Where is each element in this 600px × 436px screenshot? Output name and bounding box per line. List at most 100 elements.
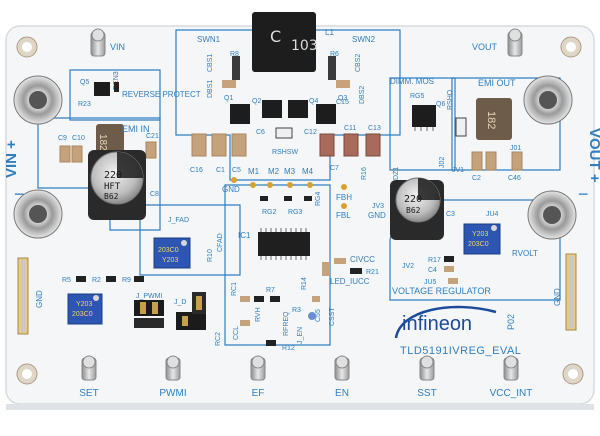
brand-name: infineon	[402, 313, 472, 335]
board-revision: P02	[506, 314, 516, 330]
electrolytic-cap-input: 220 HFT B62	[88, 150, 146, 220]
refdes-c9: C9	[58, 135, 67, 142]
refdes-c55: C55	[315, 309, 322, 322]
ceramic-caps-left	[59, 133, 247, 163]
refdes-dbs1: DBS1	[207, 80, 214, 98]
refdes-ju4: JU4	[486, 211, 499, 218]
emi-in-inductor: 182	[96, 124, 124, 156]
refdes-ic1: IC1	[238, 231, 251, 240]
ceramic-caps-right	[319, 133, 381, 157]
vin-plus-label: VIN +	[3, 140, 20, 178]
bottom-testpoints	[81, 355, 519, 381]
pin-label-en: EN	[335, 388, 349, 399]
refdes-q4: Q4	[309, 98, 318, 105]
rshsw-resistor	[275, 127, 293, 139]
refdes-r9: R9	[122, 277, 131, 284]
vout-plus-label: VOUT +	[586, 128, 600, 183]
vout-minus-terminal	[527, 190, 577, 240]
refdes-r21: R21	[366, 269, 379, 276]
refdes-c15: C15	[336, 99, 349, 106]
inductor-marking-1: C	[270, 27, 281, 46]
refdes-r10: R10	[207, 249, 214, 262]
refdes-c13: C13	[368, 125, 381, 132]
refdes-q1: Q1	[224, 95, 233, 102]
vin-tp-label: VIN	[110, 42, 125, 52]
emi-out-inductor: 182	[476, 98, 512, 140]
trimpot-fad-model: Y203	[162, 257, 178, 264]
trimpot-fad: 203C0 Y203	[153, 237, 191, 269]
refdes-c4: C4	[428, 267, 437, 274]
testpoint-en	[334, 355, 350, 381]
testpoint-set	[81, 355, 97, 381]
pin-label-vcc-int: VCC_INT	[490, 388, 533, 399]
refdes-swn2: SWN2	[352, 35, 376, 44]
refdes-rc1: RC1	[231, 282, 238, 296]
pin-label-ef: EF	[252, 388, 265, 399]
cap-left-series: HFT	[104, 182, 121, 192]
refdes-r16: R16	[361, 167, 368, 180]
center-lower-passives	[240, 296, 320, 346]
iucc-parts	[322, 258, 362, 276]
refdes-ren3: REN3	[113, 71, 120, 90]
vin-plus-terminal	[13, 75, 63, 125]
refdes-q5: Q5	[80, 79, 89, 86]
refdes-m3: M3	[284, 167, 296, 176]
pin-label-sst: SST	[417, 388, 436, 399]
dimm-mos-label: DIMM. MOS	[390, 77, 434, 86]
cap-right-code: B62	[406, 206, 421, 215]
refdes-jv2: JV2	[402, 263, 414, 270]
refdes-jv3: JV3	[372, 203, 384, 210]
refdes-dz1: DZ1	[393, 167, 400, 180]
refdes-cfad: CFAD	[217, 233, 224, 252]
vout-plus-terminal	[523, 75, 573, 125]
vout-tp-label: VOUT	[472, 42, 498, 52]
refdes-m4: M4	[302, 167, 314, 176]
trimpot-set-model: Y203	[76, 301, 92, 308]
trimpot-set: Y203 203C0	[67, 293, 103, 325]
mounting-holes	[16, 36, 584, 385]
refdes-l1: L1	[325, 28, 334, 37]
emi-out-label: EMI OUT	[478, 78, 516, 88]
refdes-c3: C3	[446, 211, 455, 218]
bootstrap-parts	[222, 56, 350, 88]
trimpot-set-code: 203C0	[72, 311, 93, 318]
refdes-j-pwmi: J_PWMI	[136, 293, 163, 300]
gnd-left-label: GND	[35, 290, 44, 308]
refdes-c10: C10	[72, 135, 85, 142]
refdes-rg2: RG2	[262, 209, 277, 216]
refdes-rsho: RSHO	[447, 89, 454, 110]
led-dots	[231, 177, 347, 209]
refdes-c21: C21	[146, 133, 159, 140]
board-edge	[6, 404, 594, 410]
bottom-pin-labels: SET PWMI EF EN SST VCC_INT	[79, 388, 532, 399]
gate-resistors	[260, 196, 312, 201]
board-part-number: TLD5191IVREG_EVAL	[400, 345, 521, 357]
refdes-r17: R17	[428, 257, 441, 264]
refdes-c12: C12	[304, 129, 317, 136]
refdes-q3: Q3	[338, 95, 347, 102]
rvolt-label: RVOLT	[512, 249, 538, 258]
refdes-ju5: JU5	[424, 279, 437, 286]
gnd-right-label: GND	[553, 288, 562, 306]
refdes-c46: C46	[508, 175, 521, 182]
small-resistors-left	[76, 276, 144, 282]
refdes-r12: R12	[282, 345, 295, 352]
led-iucc-label: LED_IUCC	[330, 277, 370, 286]
cap-left-value: 220	[104, 170, 122, 181]
civcc-label: CIVCC	[350, 255, 375, 264]
refdes-j-fad: J_FAD	[168, 217, 189, 224]
jumper-d	[176, 292, 206, 330]
refdes-q6: Q6	[436, 101, 445, 108]
refdes-rg4: RG4	[315, 192, 322, 207]
refdes-c5: C5	[232, 167, 241, 174]
refdes-j-d: J_D	[174, 299, 186, 306]
refdes-c1: C1	[216, 167, 225, 174]
refdes-cbs2: CBS2	[355, 54, 362, 72]
refdes-c11: C11	[344, 125, 356, 132]
reverse-protect-label: REVERSE PROTECT	[122, 90, 201, 99]
vreg-passives	[444, 256, 458, 284]
refdes-r6: R6	[330, 51, 339, 58]
refdes-r14: R14	[301, 277, 308, 290]
mosfets	[94, 82, 436, 127]
